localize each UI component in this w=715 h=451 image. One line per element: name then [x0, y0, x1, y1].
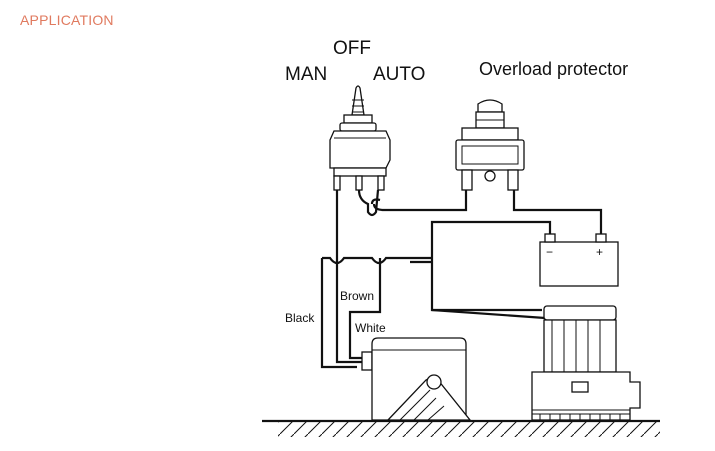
battery-plus-sign: +: [596, 245, 603, 259]
floor-hatching: [278, 421, 660, 437]
switch-terminal-1: [333, 175, 341, 191]
protector-body: [455, 139, 525, 171]
pump-outlet-mark: [571, 381, 589, 393]
protector-button: [477, 99, 503, 113]
wire-switch-auto: [357, 189, 380, 217]
battery-terminal-positive: [595, 233, 607, 243]
wire-protector-to-battery: [512, 190, 603, 234]
wire-black: [320, 258, 357, 369]
battery: − +: [539, 233, 619, 287]
switch-nut-top: [343, 114, 373, 124]
switch-label-off: OFF: [333, 38, 371, 59]
bilge-pump: [531, 305, 641, 421]
pump-housing: [531, 371, 641, 421]
wire-label-brown: Brown: [340, 289, 374, 303]
battery-body: [539, 241, 619, 287]
wire-white: [348, 258, 382, 360]
switch-terminal-3: [377, 175, 385, 191]
wire-label-black: Black: [285, 311, 315, 325]
pump-cap: [543, 305, 617, 321]
switch-body: [329, 130, 391, 169]
pump-motor-body: [543, 319, 617, 373]
section-heading: APPLICATION: [20, 12, 114, 28]
wiring: [320, 189, 603, 369]
wire-label-white: White: [355, 321, 386, 335]
switch-label-man: MAN: [285, 64, 327, 85]
overload-protector: [455, 99, 525, 191]
switch-label-auto: AUTO: [373, 64, 425, 85]
wire-battery-negative: [430, 220, 552, 312]
switch-terminal-2: [355, 175, 363, 191]
protector-terminal-right: [507, 169, 519, 191]
battery-minus-sign: −: [546, 245, 553, 259]
protector-center-screw: [484, 170, 496, 182]
float-switch-pivot: [426, 374, 442, 390]
switch-base: [333, 167, 387, 177]
floor: [262, 419, 660, 437]
wire-brown: [335, 258, 366, 364]
wire-bus: [322, 256, 432, 265]
float-switch-cable-boot: [361, 351, 373, 371]
float-switch: [361, 337, 472, 421]
switch-nut: [339, 122, 377, 132]
protector-terminal-left: [461, 169, 473, 191]
protector-flange: [461, 127, 519, 141]
overload-protector-label: Overload protector: [479, 59, 628, 79]
battery-terminal-negative: [544, 233, 556, 243]
toggle-switch: [329, 85, 391, 191]
